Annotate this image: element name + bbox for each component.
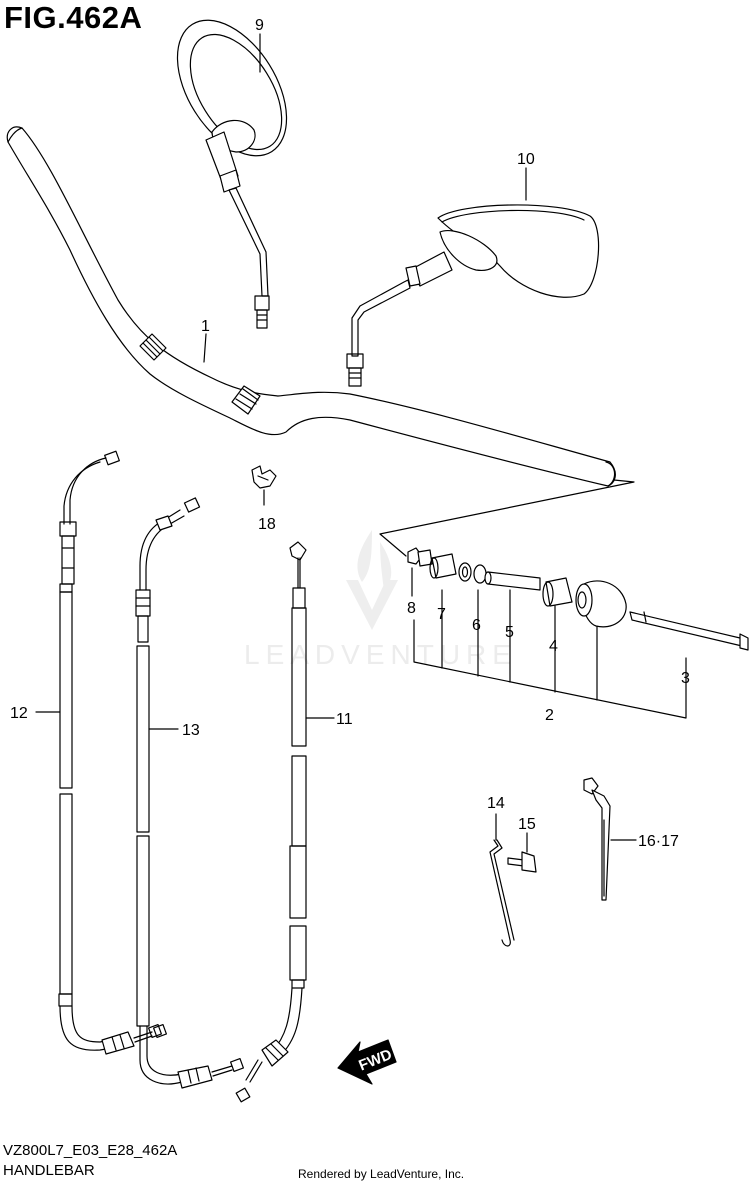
callout-15: 15 xyxy=(518,816,536,833)
callout-11: 11 xyxy=(336,711,353,728)
part-16-17-cable-tie[interactable] xyxy=(583,777,637,901)
watermark: LEADVENTURE xyxy=(244,530,517,670)
part-10-right-mirror[interactable] xyxy=(346,204,600,387)
callout-16-17: 16·17 xyxy=(638,833,679,850)
part-7-weight[interactable] xyxy=(429,553,457,579)
part-3-end-bolt[interactable] xyxy=(629,611,749,651)
callout-9: 9 xyxy=(255,17,264,34)
callout-10: 10 xyxy=(517,151,535,168)
part-15-bolt[interactable] xyxy=(507,832,537,873)
watermark-text: LEADVENTURE xyxy=(244,639,517,670)
model-code: VZ800L7_E03_E28_462A xyxy=(3,1142,178,1159)
callout-5: 5 xyxy=(505,624,514,641)
fwd-direction-arrow: FWD xyxy=(337,1039,397,1085)
assembly-leader-lines xyxy=(379,479,687,719)
figure-title: FIG.462A xyxy=(4,0,143,35)
render-credit: Rendered by LeadVenture, Inc. xyxy=(298,1167,465,1181)
callout-4: 4 xyxy=(549,638,558,655)
part-5-collar[interactable] xyxy=(484,571,541,591)
part-6-washer[interactable] xyxy=(458,562,487,584)
part-4-damper[interactable] xyxy=(542,577,573,607)
callout-3: 3 xyxy=(681,670,690,687)
callout-7: 7 xyxy=(437,606,446,623)
part-2-balancer[interactable] xyxy=(575,580,627,628)
callout-13: 13 xyxy=(182,722,200,739)
part-18-cable-clamp[interactable] xyxy=(251,465,277,506)
callout-2: 2 xyxy=(545,707,554,724)
section-name: HANDLEBAR xyxy=(3,1162,95,1179)
callout-leaders xyxy=(35,33,527,730)
part-1-handlebar[interactable] xyxy=(6,126,616,487)
callout-8: 8 xyxy=(407,600,416,617)
part-9-left-mirror[interactable] xyxy=(155,1,309,329)
callout-18: 18 xyxy=(258,516,276,533)
part-8-screw[interactable] xyxy=(407,547,433,597)
callout-6: 6 xyxy=(472,617,481,634)
callout-1: 1 xyxy=(201,318,210,335)
callout-12: 12 xyxy=(10,705,28,722)
callout-14: 14 xyxy=(487,795,505,812)
part-11-clutch-cable[interactable] xyxy=(235,541,307,1103)
part-12-throttle-cable[interactable] xyxy=(58,450,163,1055)
part-13-throttle-cable[interactable] xyxy=(135,497,245,1089)
callout-labels: 9 10 1 18 8 7 6 5 4 3 2 12 13 11 14 15 1… xyxy=(10,17,690,850)
part-14-bracket[interactable] xyxy=(489,813,515,947)
